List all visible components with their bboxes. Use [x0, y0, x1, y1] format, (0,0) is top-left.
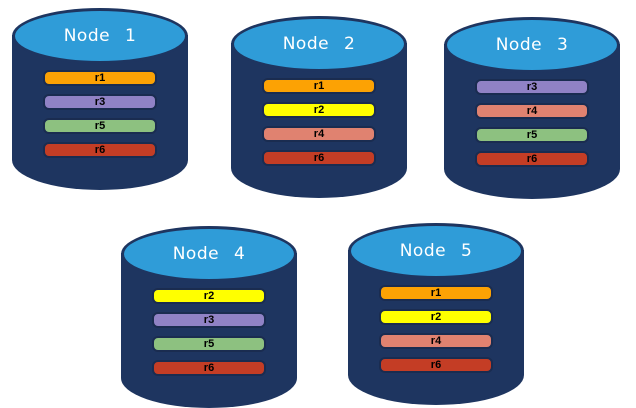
replica-bar-r6: r6: [262, 150, 376, 166]
replica-bar-r6: r6: [475, 151, 589, 167]
node-label: Node 3: [495, 35, 569, 55]
replica-list: r1 r2 r4 r6: [231, 78, 407, 166]
replica-label: r2: [203, 289, 215, 302]
db-node-3: Node 3 r3 r4 r5 r6: [444, 17, 620, 199]
replica-label: r1: [94, 71, 106, 84]
cylinder-top: Node 2: [231, 16, 407, 72]
node-label: Node 4: [172, 244, 246, 264]
replica-label: r6: [94, 143, 106, 156]
replica-label: r5: [203, 337, 215, 350]
replica-bar-r3: r3: [152, 312, 266, 328]
replica-label: r6: [526, 152, 538, 165]
db-node-4: Node 4 r2 r3 r5 r6: [121, 226, 297, 408]
replica-label: r2: [430, 310, 442, 323]
replica-label: r1: [313, 79, 325, 92]
replica-label: r6: [430, 358, 442, 371]
replica-bar-r1: r1: [43, 70, 157, 86]
replica-bar-r1: r1: [262, 78, 376, 94]
replica-bar-r6: r6: [43, 142, 157, 158]
replica-label: r6: [203, 361, 215, 374]
replica-label: r3: [203, 313, 215, 326]
replica-bar-r6: r6: [379, 357, 493, 373]
db-node-5: Node 5 r1 r2 r4 r6: [348, 223, 524, 405]
replica-bar-r2: r2: [152, 288, 266, 304]
replica-bar-r4: r4: [379, 333, 493, 349]
replica-label: r1: [430, 286, 442, 299]
replica-label: r4: [526, 104, 538, 117]
replica-label: r5: [526, 128, 538, 141]
cylinder-top: Node 1: [12, 8, 188, 64]
replica-label: r4: [430, 334, 442, 347]
replica-bar-r6: r6: [152, 360, 266, 376]
cylinder-top: Node 3: [444, 17, 620, 73]
node-label: Node 5: [399, 241, 473, 261]
node-label: Node 1: [63, 26, 137, 46]
cylinder-top: Node 4: [121, 226, 297, 282]
replica-list: r2 r3 r5 r6: [121, 288, 297, 376]
replica-bar-r1: r1: [379, 285, 493, 301]
db-node-1: Node 1 r1 r3 r5 r6: [12, 8, 188, 190]
node-label: Node 2: [282, 34, 356, 54]
replica-bar-r5: r5: [152, 336, 266, 352]
replica-label: r5: [94, 119, 106, 132]
replica-bar-r5: r5: [475, 127, 589, 143]
replica-label: r3: [526, 80, 538, 93]
replica-list: r1 r3 r5 r6: [12, 70, 188, 158]
replica-bar-r3: r3: [475, 79, 589, 95]
replica-bar-r4: r4: [475, 103, 589, 119]
replica-list: r1 r2 r4 r6: [348, 285, 524, 373]
replica-label: r2: [313, 103, 325, 116]
replica-bar-r3: r3: [43, 94, 157, 110]
replica-bar-r5: r5: [43, 118, 157, 134]
replica-bar-r2: r2: [262, 102, 376, 118]
replica-label: r4: [313, 127, 325, 140]
cylinder-top: Node 5: [348, 223, 524, 279]
replica-label: r6: [313, 151, 325, 164]
replica-label: r3: [94, 95, 106, 108]
db-node-2: Node 2 r1 r2 r4 r6: [231, 16, 407, 198]
replica-list: r3 r4 r5 r6: [444, 79, 620, 167]
replica-bar-r2: r2: [379, 309, 493, 325]
replica-bar-r4: r4: [262, 126, 376, 142]
